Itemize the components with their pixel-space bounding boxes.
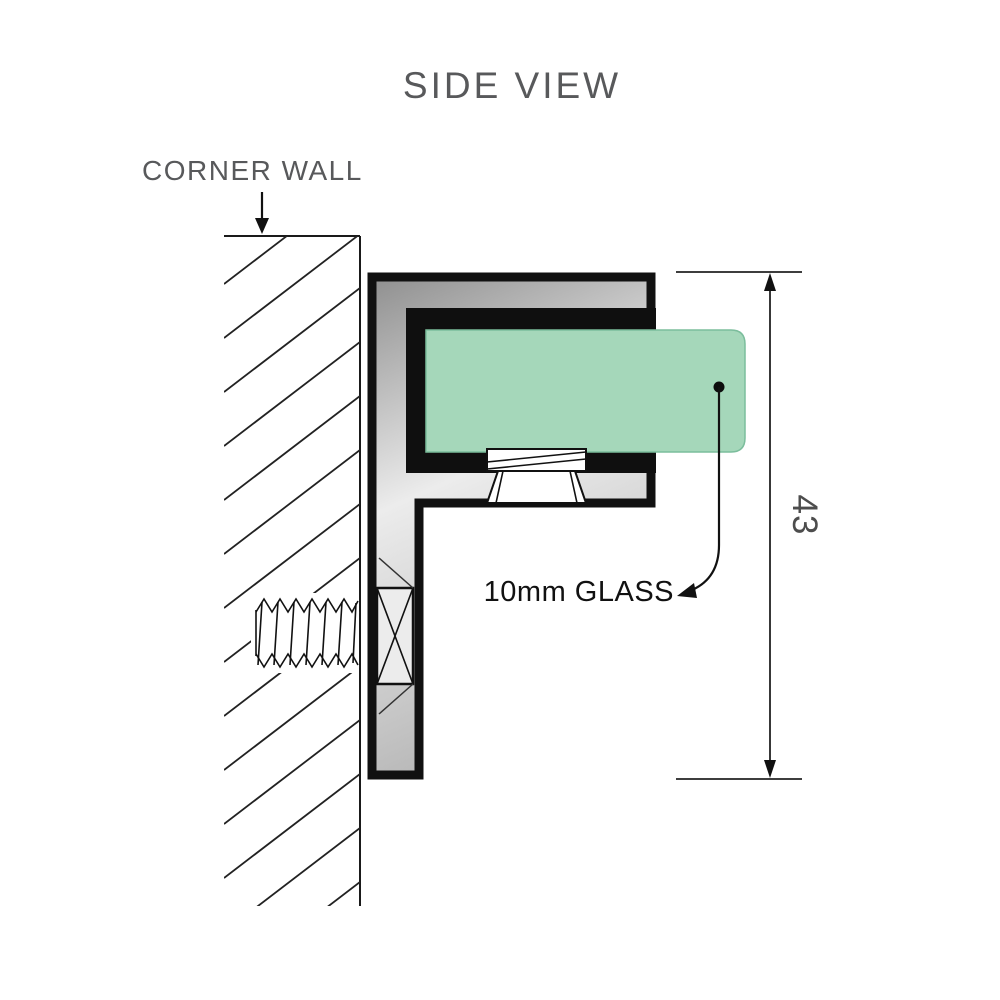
corner-wall-arrow bbox=[255, 192, 269, 234]
gasket-cup-lines bbox=[495, 470, 578, 504]
dim-value: 43 bbox=[785, 495, 824, 536]
screw-thread-bottom bbox=[255, 652, 359, 669]
glass-leader bbox=[677, 381, 725, 598]
screw-head-cross bbox=[376, 587, 414, 685]
leader-line bbox=[691, 387, 721, 592]
gasket-cup bbox=[485, 470, 588, 504]
wall-hatching bbox=[224, 236, 360, 906]
glass-panel bbox=[425, 329, 746, 453]
screw-thread-top bbox=[255, 597, 359, 614]
corner-wall-label: CORNER WALL bbox=[142, 155, 363, 186]
arrow-head bbox=[255, 218, 269, 234]
glass-label: 10mm GLASS bbox=[484, 576, 674, 608]
countersink-lines bbox=[378, 557, 414, 715]
diagram-title: SIDE VIEW bbox=[403, 65, 621, 106]
dim-arrow-down bbox=[764, 760, 776, 778]
wall-section bbox=[224, 235, 361, 906]
gasket-spring-lines bbox=[486, 451, 587, 470]
dim-arrow-up bbox=[764, 273, 776, 291]
screw-thread-flanks bbox=[257, 601, 357, 666]
height-dimension: 43 bbox=[676, 271, 824, 780]
wall-screw bbox=[251, 557, 415, 715]
seal-gasket bbox=[485, 448, 588, 504]
leader-arrowhead bbox=[677, 583, 697, 598]
